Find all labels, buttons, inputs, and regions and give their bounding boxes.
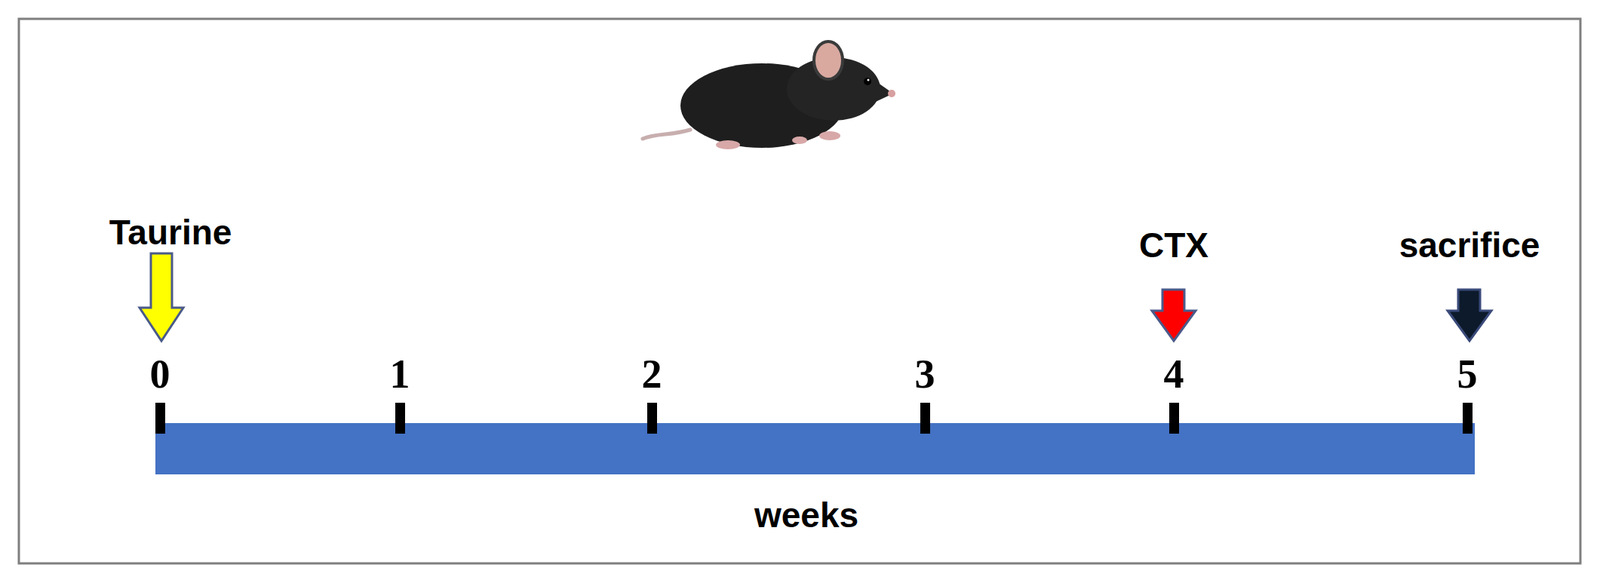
- arrow-label: Taurine: [109, 214, 233, 250]
- tick-marks: [155, 402, 1473, 434]
- week-number: 1: [390, 353, 411, 395]
- frame: [18, 18, 1581, 564]
- taurine-arrow: [139, 253, 184, 341]
- timeline-bar: [155, 423, 1475, 475]
- week-number: 0: [150, 353, 171, 395]
- ctx-arrow: [1151, 289, 1196, 341]
- week-number: 4: [1163, 353, 1185, 395]
- arrow-label: sacrifice: [1399, 227, 1541, 263]
- week-number: 3: [915, 353, 936, 395]
- week-number: 5: [1457, 353, 1478, 395]
- axis-label: weeks: [754, 497, 859, 533]
- sacrifice-arrow: [1447, 289, 1492, 341]
- arrow-label: CTX: [1139, 227, 1209, 263]
- week-number: 2: [641, 353, 663, 395]
- mouse-illustration: [642, 41, 896, 150]
